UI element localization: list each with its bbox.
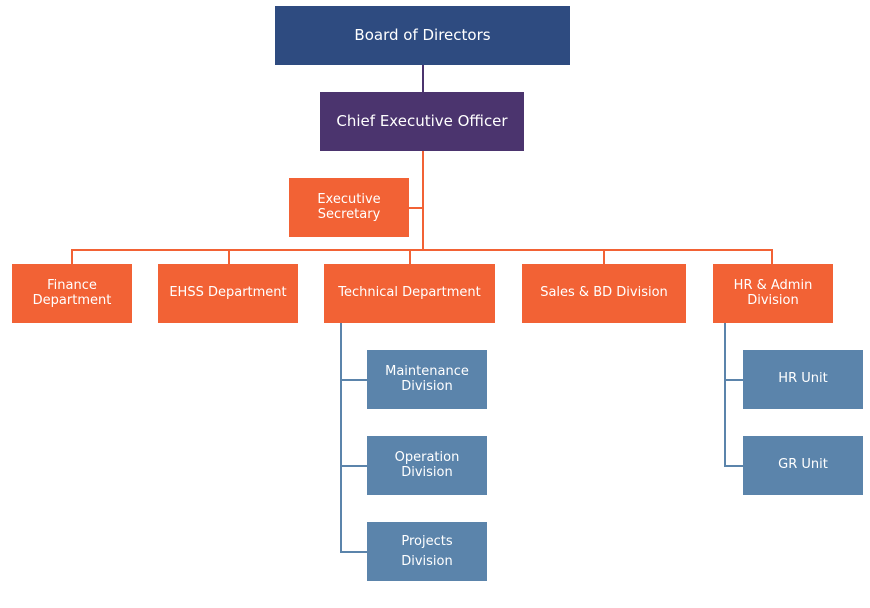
node-board-of-directors: Board of Directors — [275, 6, 570, 65]
connector-ceo-trunk — [422, 151, 424, 250]
connector-hr-admin — [771, 249, 773, 264]
connector-ehss — [228, 249, 230, 264]
connector-technical-trunk — [340, 323, 342, 552]
connector-board-ceo — [422, 65, 424, 92]
connector-sales — [603, 249, 605, 264]
node-finance-department: Finance Department — [12, 264, 132, 323]
connector-hr-unit — [724, 379, 743, 381]
connector-gr-unit — [724, 465, 743, 467]
node-gr-unit: GR Unit — [743, 436, 863, 495]
node-sales-bd-division: Sales & BD Division — [522, 264, 686, 323]
node-label: GR Unit — [778, 457, 828, 473]
connector-maintenance — [340, 379, 367, 381]
node-label: Chief Executive Officer — [336, 112, 508, 131]
node-label: Executive Secretary — [317, 191, 381, 222]
node-label: HR & Admin Division — [733, 277, 813, 308]
node-label: Projects Division — [401, 534, 453, 569]
node-projects-division: Projects Division — [367, 522, 487, 581]
node-label: Board of Directors — [354, 26, 491, 45]
connector-technical — [409, 249, 411, 264]
node-hr-unit: HR Unit — [743, 350, 863, 409]
node-label: Technical Department — [338, 285, 481, 301]
connector-hr-admin-trunk — [724, 323, 726, 466]
node-label: Operation Division — [394, 449, 460, 480]
node-label: EHSS Department — [169, 285, 287, 301]
connector-finance — [71, 249, 73, 264]
connector-projects — [340, 551, 367, 553]
connector-department-bar — [71, 249, 773, 251]
node-chief-executive-officer: Chief Executive Officer — [320, 92, 524, 151]
node-label: HR Unit — [778, 371, 828, 387]
node-maintenance-division: Maintenance Division — [367, 350, 487, 409]
connector-operation — [340, 465, 367, 467]
node-technical-department: Technical Department — [324, 264, 495, 323]
node-executive-secretary: Executive Secretary — [289, 178, 409, 237]
node-label: Maintenance Division — [385, 363, 469, 394]
node-hr-admin-division: HR & Admin Division — [713, 264, 833, 323]
node-operation-division: Operation Division — [367, 436, 487, 495]
connector-exec-secretary — [409, 207, 422, 209]
node-ehss-department: EHSS Department — [158, 264, 298, 323]
node-label: Finance Department — [32, 277, 112, 308]
node-label: Sales & BD Division — [540, 285, 668, 301]
